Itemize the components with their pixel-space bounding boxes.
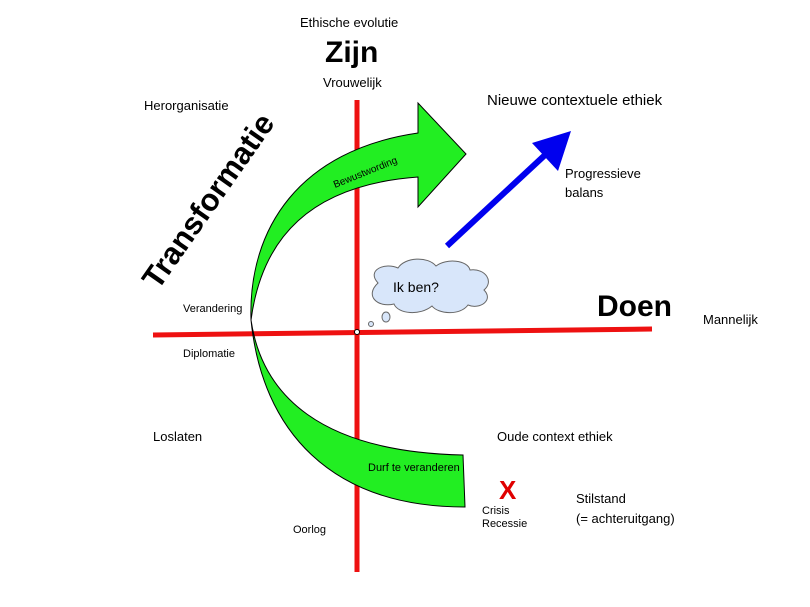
thought-cloud xyxy=(371,258,489,314)
lower-curved-band xyxy=(250,319,466,508)
thought-bubble-large xyxy=(381,311,391,323)
reorganisation-label: Herorganisatie xyxy=(144,98,229,113)
change-label: Verandering xyxy=(183,303,243,315)
diplomacy-label: Diplomatie xyxy=(183,348,235,360)
origin-dot xyxy=(354,329,360,335)
ethical-evolution-label: Ethische evolutie xyxy=(300,15,399,30)
i-am-label: Ik ben? xyxy=(393,279,439,295)
standstill-line1: Stilstand xyxy=(576,491,626,506)
crisis-mark: X xyxy=(499,475,517,505)
being-label: Zijn xyxy=(325,36,379,69)
progressive-balance-line2: balans xyxy=(565,185,604,200)
standstill-line2: (= achteruitgang) xyxy=(576,511,675,526)
progressive-balance-line1: Progressieve xyxy=(565,166,641,181)
old-ethics-label: Oude context ethiek xyxy=(497,429,613,444)
feminine-label: Vrouwelijk xyxy=(323,75,382,90)
masculine-label: Mannelijk xyxy=(703,312,758,327)
thought-bubble-small xyxy=(368,321,374,327)
progress-arrow-head xyxy=(532,131,571,171)
war-label: Oorlog xyxy=(293,524,327,536)
new-ethics-label: Nieuwe contextuele ethiek xyxy=(487,92,663,109)
doing-label: Doen xyxy=(597,290,672,323)
upper-curved-arrow xyxy=(250,101,467,321)
progress-arrow-shaft xyxy=(444,152,548,249)
recession-label: Recessie xyxy=(482,518,528,530)
crisis-label: Crisis xyxy=(482,505,510,517)
dare-to-change-label: Durf te veranderen xyxy=(368,462,460,474)
letting-go-label: Loslaten xyxy=(153,429,203,444)
horizontal-axis-doen xyxy=(152,326,653,338)
